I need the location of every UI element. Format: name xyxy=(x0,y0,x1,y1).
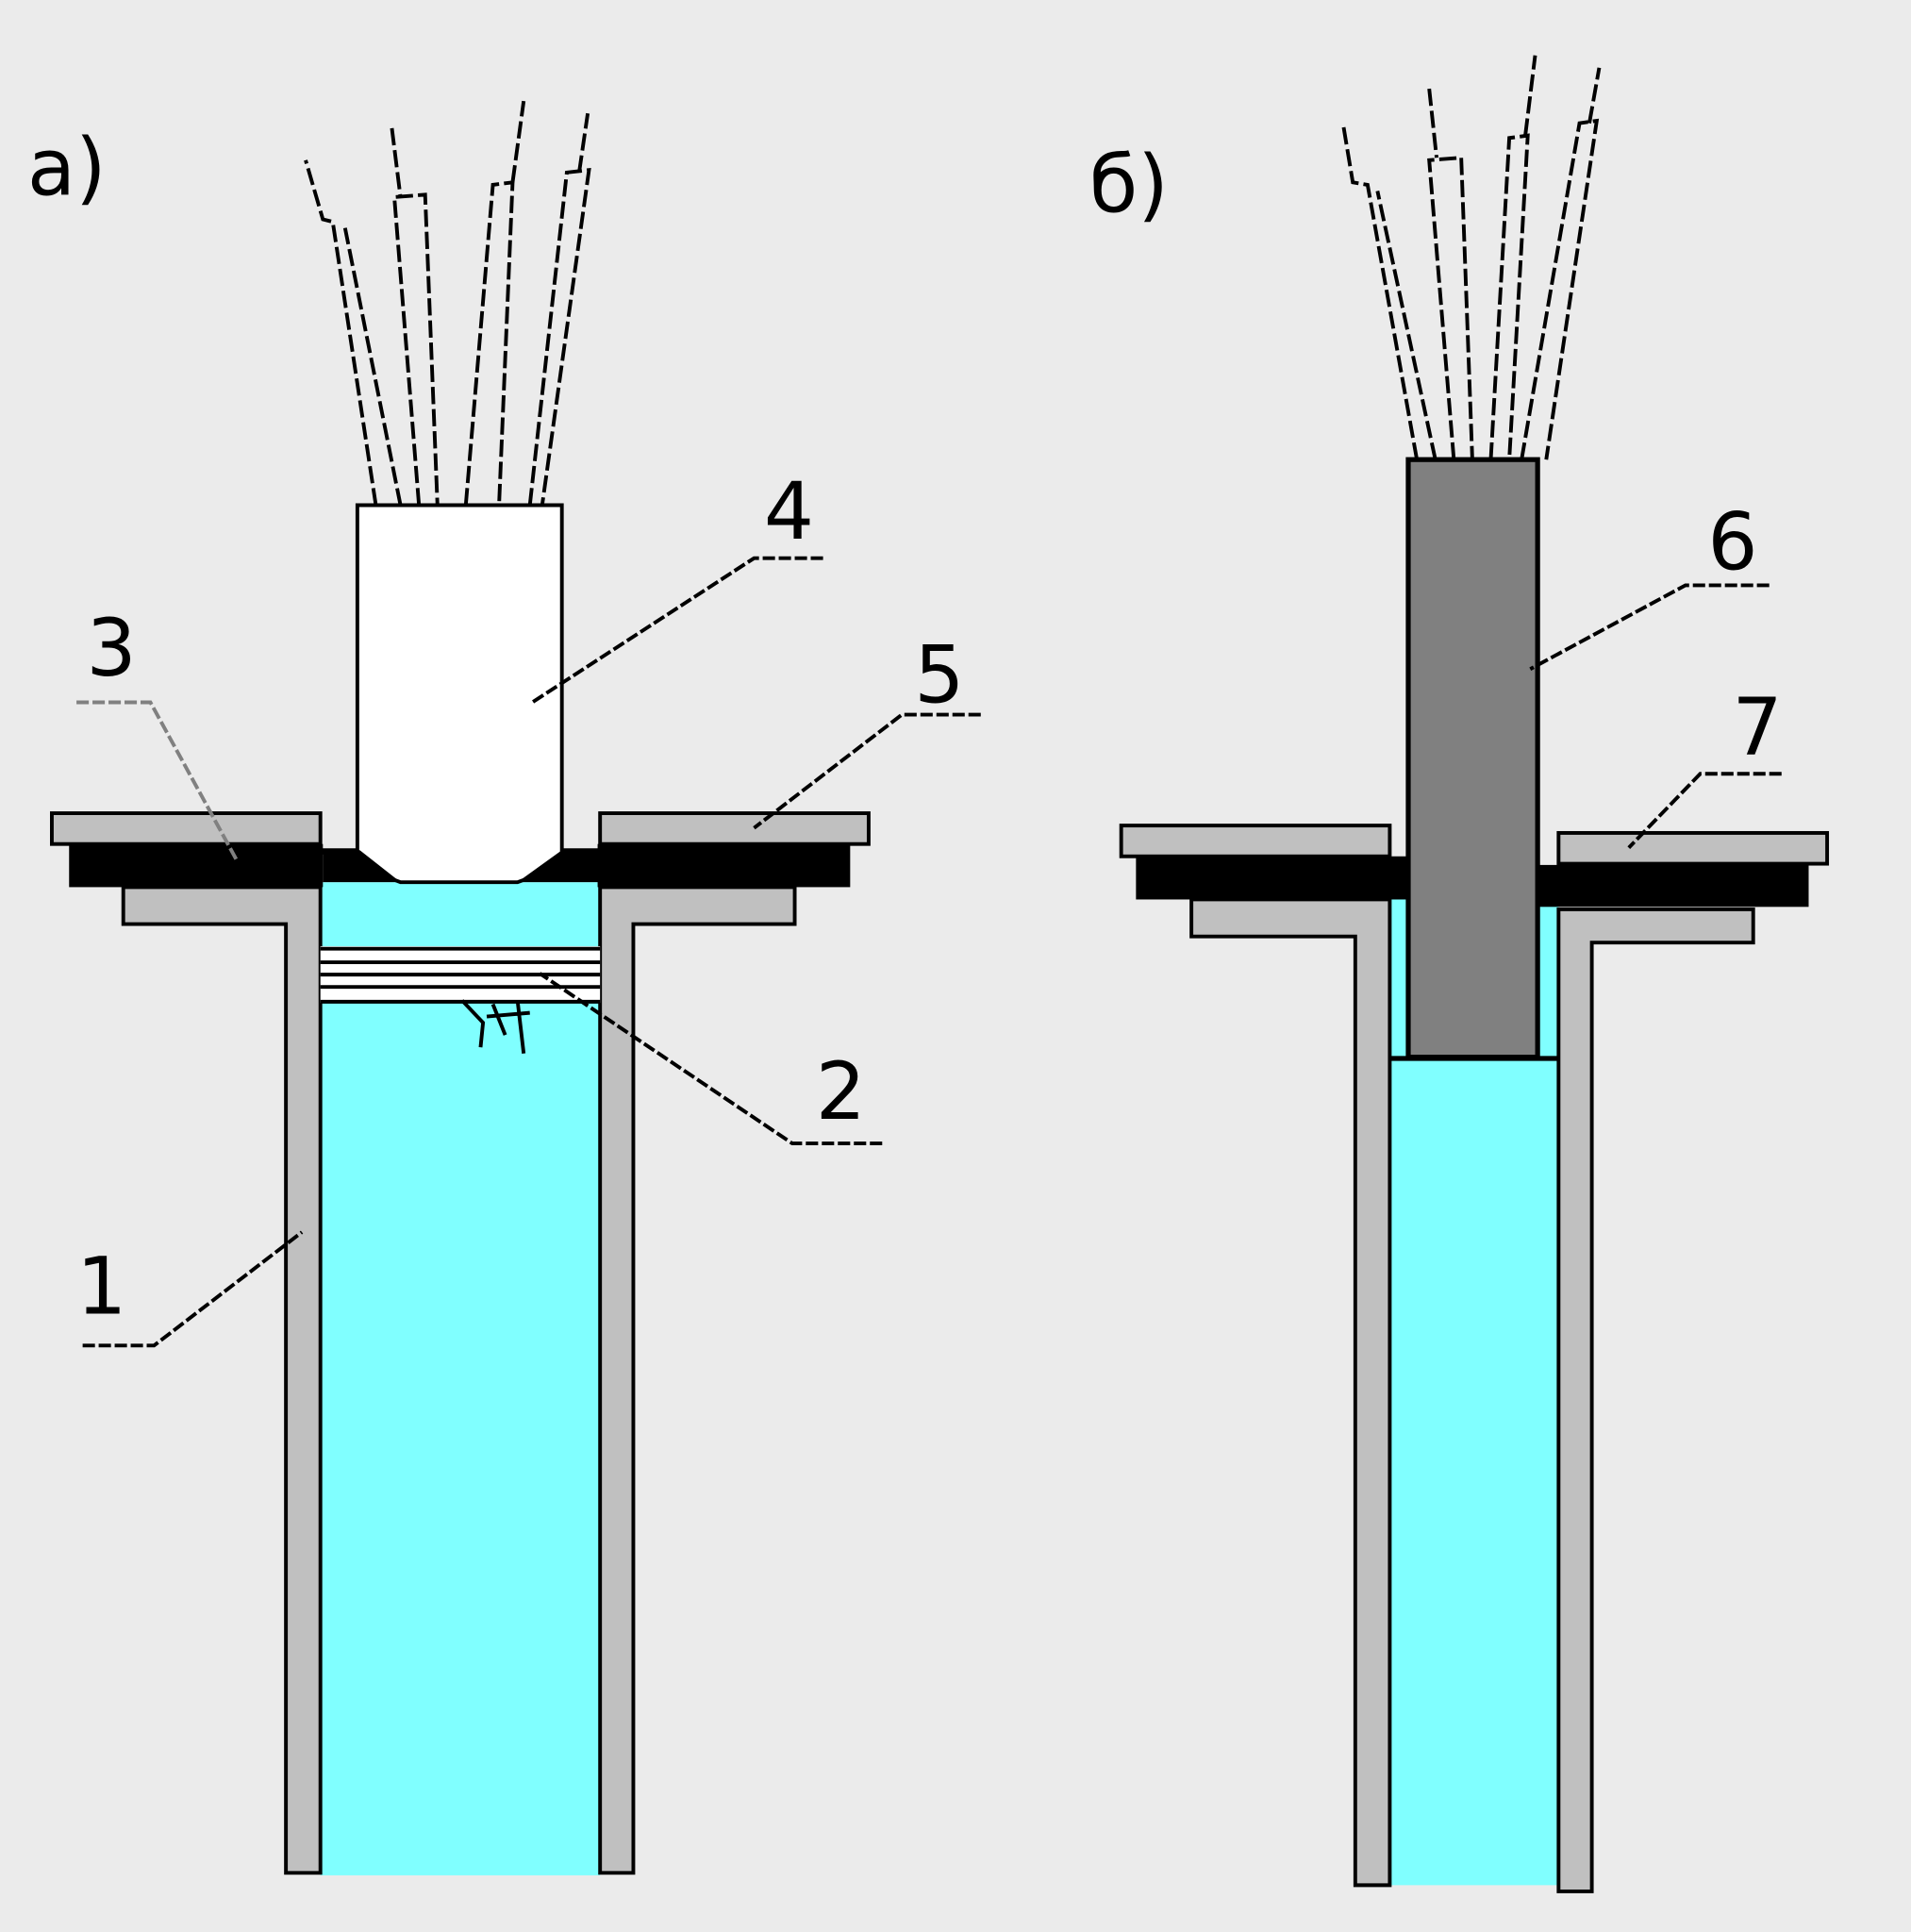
rod-plug xyxy=(1405,457,1540,1060)
callout-7: 7 xyxy=(1627,680,1783,849)
panel-a: а) 1 2 3 4 5 xyxy=(27,100,981,1875)
svg-text:4: 4 xyxy=(764,465,814,558)
svg-text:1: 1 xyxy=(76,1240,126,1332)
top-plate-right xyxy=(1556,830,1830,866)
svg-text:6: 6 xyxy=(1707,495,1757,588)
stopper-chamfer-seal xyxy=(323,850,601,883)
cable-wires xyxy=(1340,55,1602,460)
svg-text:7: 7 xyxy=(1733,680,1783,773)
svg-text:3: 3 xyxy=(87,602,137,694)
callout-5: 5 xyxy=(753,628,981,830)
seal-gasket-right xyxy=(1537,864,1809,908)
packing-layers xyxy=(320,946,601,1054)
panel-a-label: а) xyxy=(27,121,107,213)
callout-1: 1 xyxy=(76,1230,304,1348)
water-column xyxy=(320,882,601,1875)
panel-b: б) 6 7 xyxy=(1089,55,1830,1893)
seal-gasket-right xyxy=(597,843,851,888)
casing-right-wall xyxy=(1556,907,1755,1893)
panel-b-label: б) xyxy=(1089,139,1169,231)
svg-text:2: 2 xyxy=(816,1045,866,1138)
stopper-plug xyxy=(321,503,600,885)
seal-gasket-left xyxy=(1136,856,1410,900)
seal-gasket-left xyxy=(69,843,324,888)
callout-2: 2 xyxy=(539,972,883,1146)
water-column xyxy=(1389,896,1559,1886)
svg-text:5: 5 xyxy=(914,628,964,721)
callout-3: 3 xyxy=(76,602,239,861)
cable-wires xyxy=(304,100,591,506)
top-plate-right xyxy=(598,811,871,846)
callout-6: 6 xyxy=(1529,495,1770,671)
callout-4: 4 xyxy=(531,465,823,705)
top-plate-left xyxy=(1119,824,1392,858)
top-plate-left xyxy=(49,811,323,846)
